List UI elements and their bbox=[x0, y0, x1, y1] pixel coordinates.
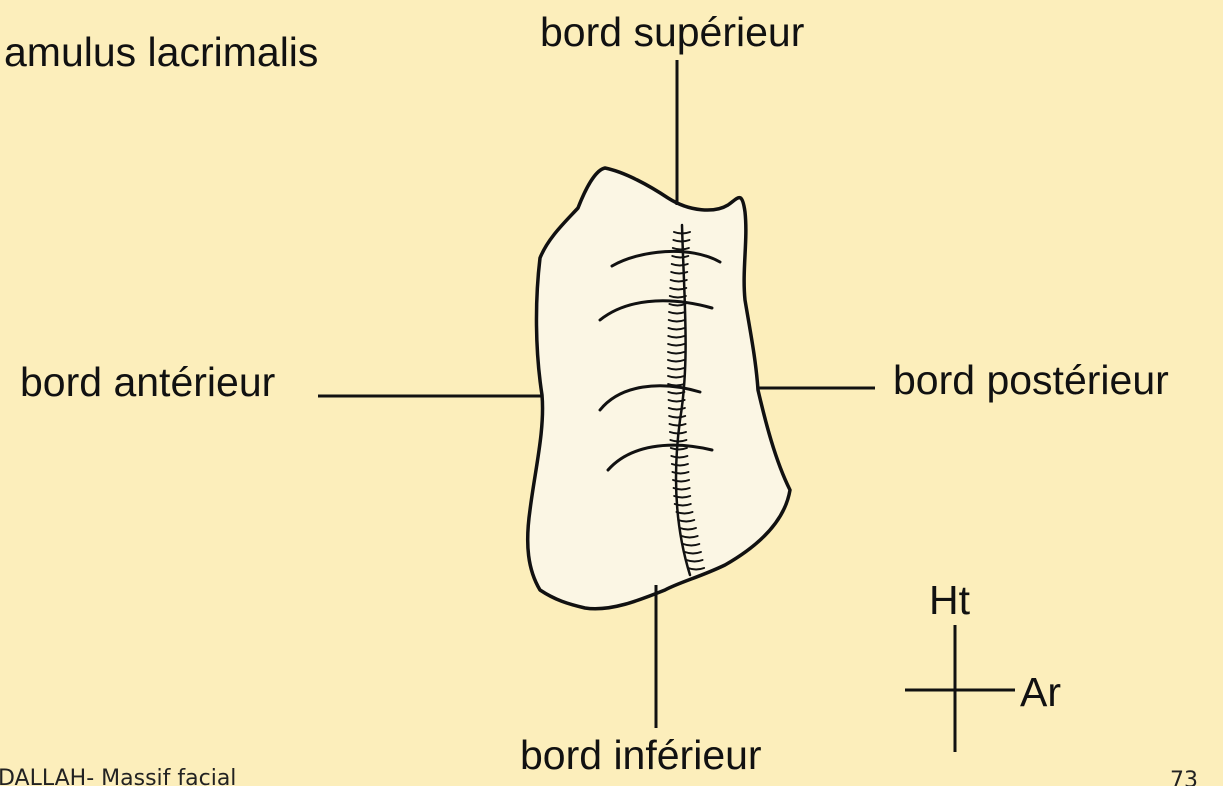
label-bord-inferieur: bord inférieur bbox=[520, 735, 762, 776]
lacrimal-bone-shape bbox=[528, 168, 790, 609]
label-bord-superieur: bord supérieur bbox=[540, 12, 804, 53]
page-number: 73 bbox=[1170, 770, 1198, 786]
orientation-cross bbox=[905, 625, 1015, 752]
label-bord-anterieur: bord antérieur bbox=[20, 362, 275, 403]
footer-source: DALLAH- Massif facial bbox=[0, 768, 236, 786]
label-bord-posterieur: bord postérieur bbox=[893, 360, 1169, 401]
orientation-label-ht: Ht bbox=[929, 580, 970, 621]
orientation-label-ar: Ar bbox=[1020, 672, 1061, 713]
slide-title-partial: amulus lacrimalis bbox=[4, 32, 318, 73]
